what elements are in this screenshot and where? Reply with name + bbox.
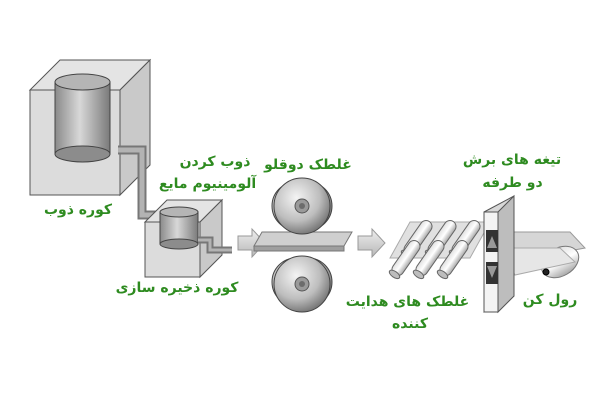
shear-blades-label-line1: تیغه های برش xyxy=(462,152,562,168)
guide-rolls-label-line1: غلطک های هدایت xyxy=(345,294,470,310)
molten-aluminum-label-line2: آلومینیوم مایع xyxy=(158,176,257,192)
outlet-nozzle xyxy=(198,236,232,254)
guide-rolls xyxy=(388,220,491,280)
holding-furnace-label: کوره ذخیره سازی xyxy=(115,280,239,296)
guide-rolls-label-line2: کننده xyxy=(392,316,428,332)
twin-rolls-label: غلطک دوقلو xyxy=(264,157,352,173)
melting-furnace-label: کوره ذوب xyxy=(43,202,113,218)
shear-blades-label-line2: دو طرفه xyxy=(482,175,543,191)
shear-blades xyxy=(483,194,515,314)
coiler-label: رول کن xyxy=(522,292,578,308)
melting-furnace xyxy=(28,58,152,197)
holding-furnace xyxy=(143,198,224,279)
molten-aluminum-label-line1: ذوب کردن xyxy=(179,154,251,170)
molten-aluminum-pipe xyxy=(118,145,160,220)
flow-arrow-2 xyxy=(357,227,386,259)
twin-rolls xyxy=(253,177,353,313)
